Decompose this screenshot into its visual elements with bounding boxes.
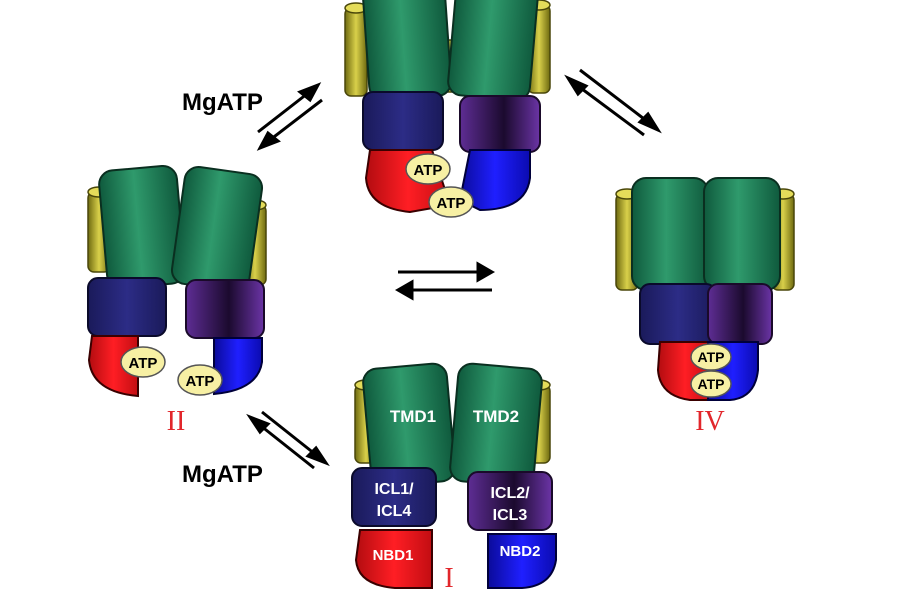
state-I-transporter: TMD1 TMD2 ICL1/ ICL4 ICL2/ ICL3 NBD1 NBD… [351, 362, 557, 594]
nbd2-domain [213, 337, 263, 396]
icl1-icl4-domain [362, 91, 444, 151]
icl2-icl3-domain [467, 471, 553, 531]
state-II-label: II [167, 406, 186, 437]
atp-label: ATP [437, 195, 466, 212]
icl2-icl3-domain [459, 95, 541, 153]
nbd2-domain [458, 149, 531, 212]
icl-right-label-line2: ICL3 [493, 507, 528, 524]
tmd2-domain [703, 177, 781, 291]
atp-molecule [405, 153, 451, 185]
icl2-icl3-domain [185, 279, 265, 339]
atp-label: ATP [129, 355, 158, 372]
state-IV-transporter: ATP ATP IV [615, 177, 795, 437]
atp-label: ATP [186, 373, 215, 390]
tmd2-domain [447, 0, 539, 102]
atp-label: ATP [414, 162, 443, 179]
icl2-icl3-domain [707, 283, 773, 345]
icl1-icl4-domain [87, 277, 167, 337]
atp-label: ATP [698, 349, 725, 365]
tmd1-domain [631, 177, 709, 291]
state-I-label: I [444, 563, 453, 594]
nbd1-domain [87, 335, 139, 398]
state-III-transporter: ATP ATP [344, 0, 551, 218]
icl-left-label-line1: ICL1/ [374, 481, 414, 498]
atp-molecule [690, 370, 732, 398]
equilibrium-arrow-center [394, 261, 496, 301]
tmd1-domain [361, 0, 453, 101]
state-IV-label: IV [695, 406, 725, 437]
mgatp-label-bottom: MgATP [182, 461, 263, 488]
icl1-icl4-domain [351, 467, 437, 527]
atp-molecule [177, 364, 223, 396]
atp-label: ATP [698, 376, 725, 392]
icl-left-label-line2: ICL4 [377, 503, 412, 520]
equilibrium-arrow-top-right [564, 68, 662, 137]
tmd2-label: TMD2 [473, 407, 519, 426]
nbd2-domain [487, 533, 557, 589]
nbd2-label: NBD2 [500, 543, 541, 560]
equilibrium-arrow-top-left [256, 82, 323, 151]
nbd1-domain [354, 529, 433, 589]
tmd1-label: TMD1 [390, 407, 436, 426]
mgatp-label-top: MgATP [182, 89, 263, 116]
equilibrium-arrow-bottom-left [246, 410, 330, 470]
nbd1-label: NBD1 [373, 547, 414, 564]
icl1-icl4-domain [639, 283, 717, 345]
tmd2-domain [170, 165, 264, 293]
atp-molecule [428, 186, 474, 218]
atp-molecule [690, 343, 732, 371]
atp-molecule [120, 346, 166, 378]
state-II-transporter: ATP ATP II [87, 164, 267, 437]
icl-right-label-line1: ICL2/ [490, 485, 530, 502]
